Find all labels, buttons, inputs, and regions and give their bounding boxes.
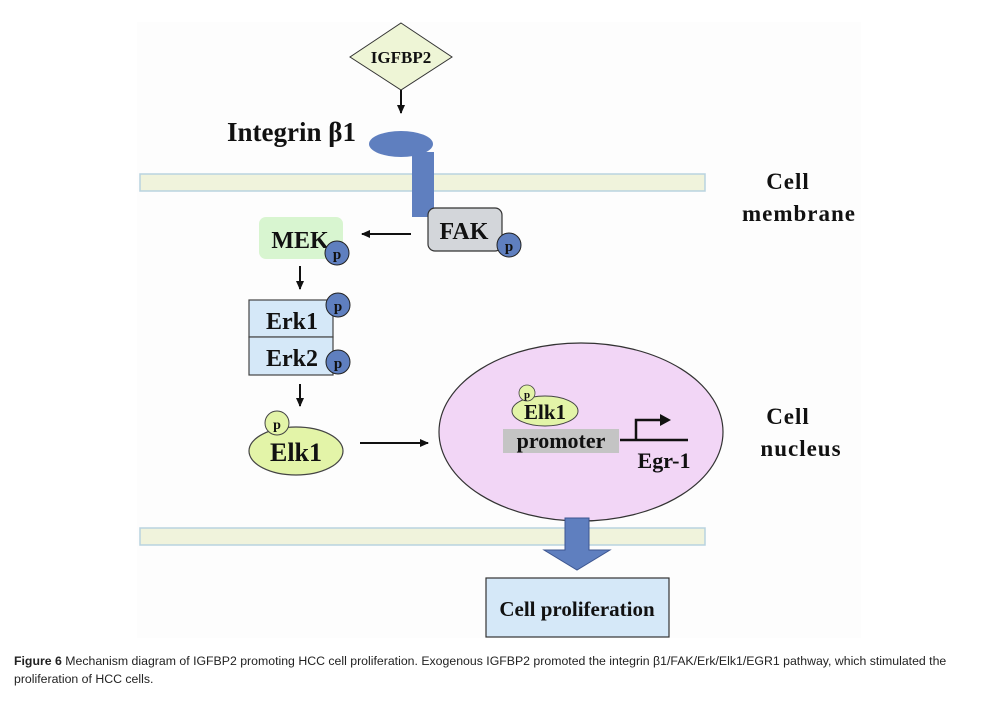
figure-label: Figure 6 <box>14 654 62 668</box>
cell-membrane-lower <box>139 527 706 546</box>
svg-text:p: p <box>334 299 342 315</box>
erk1-phospho-badge: p <box>325 292 351 318</box>
erk2-phospho-badge: p <box>325 349 351 375</box>
cell-membrane-label-line1: Cell <box>766 169 810 194</box>
figure-caption-text: Mechanism diagram of IGFBP2 promoting HC… <box>14 654 947 686</box>
nuclear-elk1-label: Elk1 <box>524 400 566 424</box>
svg-text:p: p <box>505 239 513 255</box>
igfbp2-label: IGFBP2 <box>371 48 431 67</box>
erk2-label: Erk2 <box>266 346 318 372</box>
nuclear-elk1: p Elk1 <box>511 384 579 427</box>
figure-caption: Figure 6 Mechanism diagram of IGFBP2 pro… <box>14 652 989 688</box>
elk1-label: Elk1 <box>270 438 322 467</box>
cell-membrane-label-line2: membrane <box>742 201 856 226</box>
mek-node: MEK p <box>259 217 350 266</box>
erk1-label: Erk1 <box>266 309 318 335</box>
integrin-beta1-receptor <box>369 131 434 217</box>
cell-proliferation-label: Cell proliferation <box>499 597 655 621</box>
arrow-nucleus-to-proliferation <box>542 517 612 571</box>
elk1-node: p Elk1 <box>248 410 344 476</box>
cell-proliferation-node: Cell proliferation <box>485 577 670 638</box>
mek-label: MEK <box>271 228 329 254</box>
igfbp2-ligand: IGFBP2 <box>349 22 453 91</box>
promoter-label: promoter <box>517 428 606 453</box>
fak-node: FAK p <box>427 207 522 258</box>
cell-nucleus-label-line2: nucleus <box>760 436 841 461</box>
egr1-label: Egr-1 <box>638 448 691 473</box>
svg-text:p: p <box>334 356 342 372</box>
svg-text:p: p <box>333 247 341 263</box>
svg-text:p: p <box>524 389 530 401</box>
elk1-phospho-label: p <box>273 418 281 433</box>
integrin-label: Integrin β1 <box>227 117 356 147</box>
fak-phospho-badge: p <box>496 232 522 258</box>
fak-label: FAK <box>440 219 489 245</box>
mek-phospho-badge: p <box>324 240 350 266</box>
erk-complex: Erk1 Erk2 p p <box>248 292 351 376</box>
promoter-region: promoter <box>503 428 619 453</box>
cell-nucleus-label-line1: Cell <box>766 404 810 429</box>
egr1-gene: Egr-1 <box>620 414 690 473</box>
